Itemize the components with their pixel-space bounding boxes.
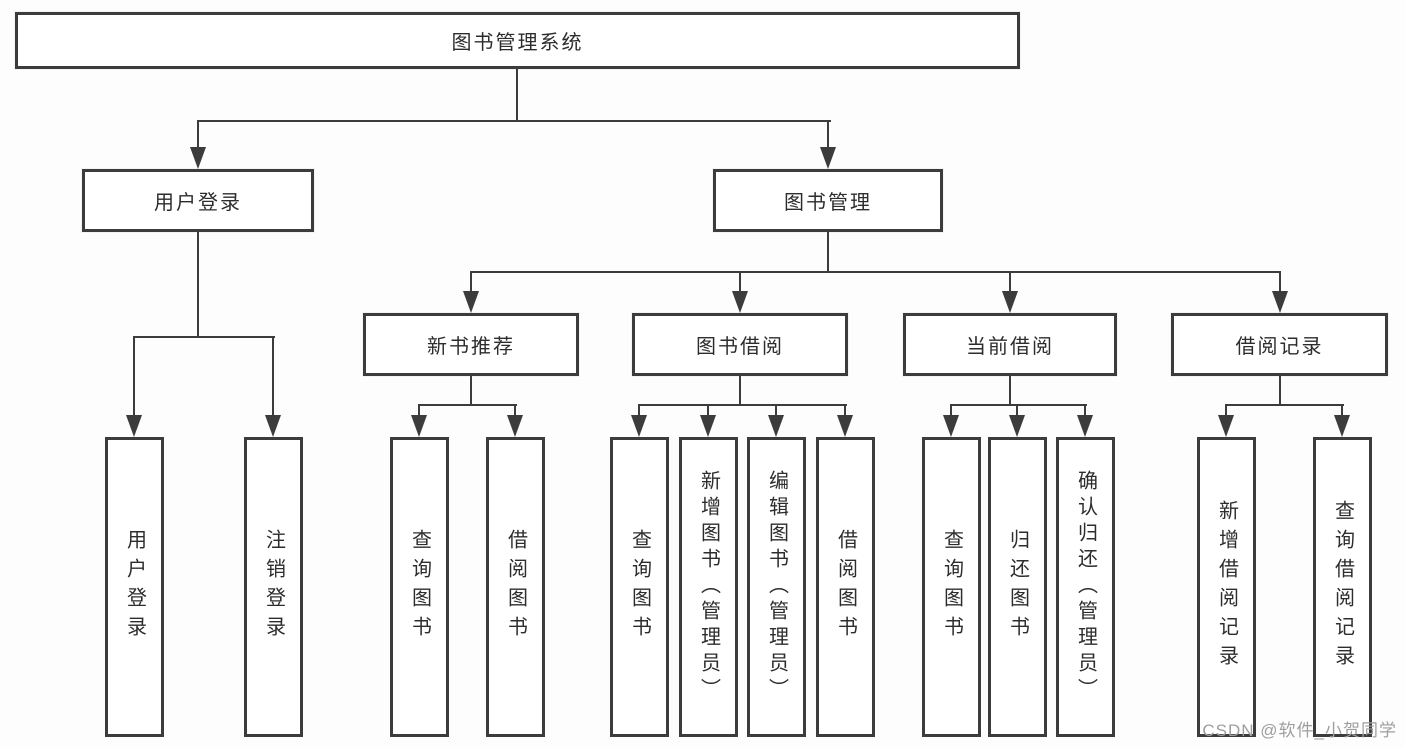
node-label: 图书借阅 [696, 336, 784, 358]
arrow-down-icon [265, 415, 281, 437]
connector-line [639, 404, 847, 406]
connector-line [950, 404, 952, 418]
arrow-down-icon [1009, 415, 1025, 437]
leaf-label: 查询图书 [940, 529, 963, 645]
connector-line [1279, 271, 1281, 293]
arrow-down-icon [1002, 291, 1018, 313]
connector-line [775, 404, 777, 418]
connector-line [951, 404, 1087, 406]
connector-line [470, 376, 472, 406]
connector-line [133, 336, 275, 338]
connector-line [272, 336, 274, 416]
connector-line [197, 120, 831, 122]
node-new-book-recommend: 新书推荐 [363, 313, 579, 376]
leaf-query-books-recommend: 查询图书 [390, 437, 449, 737]
csdn-watermark: CSDN @软件_小贺同学 [1202, 721, 1397, 740]
connector-line [197, 232, 199, 338]
connector-line [827, 232, 829, 273]
leaf-add-borrow-record: 新增借阅记录 [1197, 437, 1256, 737]
node-label: 图书管理 [784, 192, 872, 214]
connector-line [638, 404, 640, 418]
connector-line [133, 336, 135, 416]
connector-line [419, 404, 517, 406]
leaf-label: 查询图书 [408, 529, 431, 645]
connector-line [470, 271, 472, 293]
connector-line [707, 404, 709, 418]
connector-line [1279, 376, 1281, 406]
connector-line [197, 120, 199, 148]
node-label: 图书管理系统 [451, 32, 584, 54]
leaf-edit-books-admin: 编辑图书（管理员） [747, 437, 806, 737]
connector-line [1084, 404, 1086, 418]
arrow-down-icon [463, 291, 479, 313]
arrow-down-icon [837, 415, 853, 437]
leaf-label: 注销登录 [262, 529, 285, 645]
connector-line [516, 68, 518, 121]
arrow-down-icon [1334, 415, 1350, 437]
leaf-confirm-return-admin: 确认归还（管理员） [1056, 437, 1115, 737]
connector-line [739, 376, 741, 406]
arrow-down-icon [820, 147, 836, 169]
connector-line [514, 404, 516, 418]
node-label: 借阅记录 [1235, 336, 1324, 358]
leaf-label: 查询借阅记录 [1331, 500, 1354, 674]
leaf-user-login: 用户登录 [105, 437, 164, 737]
leaf-label: 用户登录 [123, 529, 146, 645]
connector-line [1225, 404, 1227, 418]
connector-line [739, 271, 741, 293]
arrow-down-icon [190, 147, 206, 169]
leaf-borrow-books-recommend: 借阅图书 [486, 437, 545, 737]
leaf-borrow-books: 借阅图书 [816, 437, 875, 737]
leaf-label: 查询图书 [628, 529, 651, 645]
node-user-login: 用户登录 [82, 169, 314, 232]
connector-line [418, 404, 420, 418]
arrow-down-icon [768, 415, 784, 437]
leaf-query-books-borrowing: 查询图书 [610, 437, 669, 737]
arrow-down-icon [507, 415, 523, 437]
node-borrow-records: 借阅记录 [1171, 313, 1388, 376]
arrow-down-icon [631, 415, 647, 437]
leaf-label: 借阅图书 [834, 529, 857, 645]
leaf-return-books: 归还图书 [988, 437, 1047, 737]
arrow-down-icon [1218, 415, 1234, 437]
leaf-query-books-current: 查询图书 [922, 437, 981, 737]
leaf-label: 新增借阅记录 [1215, 500, 1238, 674]
node-book-borrowing: 图书借阅 [632, 313, 848, 376]
arrow-down-icon [700, 415, 716, 437]
node-label: 用户登录 [154, 192, 242, 214]
leaf-label: 确认归还（管理员） [1074, 470, 1097, 704]
node-current-borrowing: 当前借阅 [903, 313, 1117, 376]
connector-line [1341, 404, 1343, 418]
arrow-down-icon [411, 415, 427, 437]
connector-line [470, 271, 1281, 273]
connector-line [1009, 271, 1011, 293]
arrow-down-icon [1077, 415, 1093, 437]
node-root-library-system: 图书管理系统 [15, 12, 1020, 69]
node-book-management: 图书管理 [713, 169, 943, 232]
leaf-logout: 注销登录 [244, 437, 303, 737]
node-label: 当前借阅 [966, 336, 1054, 358]
leaf-add-books-admin: 新增图书（管理员） [679, 437, 738, 737]
arrow-down-icon [943, 415, 959, 437]
arrow-down-icon [732, 291, 748, 313]
leaf-label: 新增图书（管理员） [697, 470, 720, 704]
node-label: 新书推荐 [427, 336, 515, 358]
connector-line [1226, 404, 1344, 406]
leaf-label: 借阅图书 [504, 529, 527, 645]
leaf-label: 归还图书 [1006, 529, 1029, 645]
arrow-down-icon [1272, 291, 1288, 313]
leaf-query-borrow-record: 查询借阅记录 [1313, 437, 1372, 737]
connector-line [1016, 404, 1018, 418]
connector-line [827, 120, 829, 148]
connector-line [844, 404, 846, 418]
leaf-label: 编辑图书（管理员） [765, 470, 788, 704]
connector-line [1009, 376, 1011, 406]
arrow-down-icon [126, 415, 142, 437]
